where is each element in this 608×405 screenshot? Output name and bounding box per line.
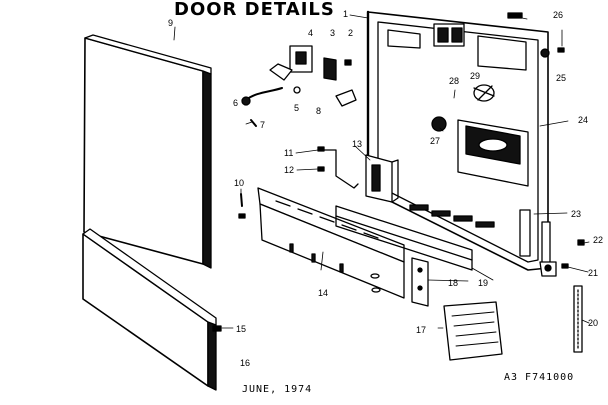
part-label-6: 6: [233, 98, 239, 108]
part-label-3: 3: [330, 28, 336, 38]
diagram-title: DOOR DETAILS: [174, 0, 335, 20]
part-label-26: 26: [553, 10, 564, 20]
part-label-4: 4: [308, 28, 314, 38]
part-label-12: 12: [284, 165, 295, 175]
hinge-assembly: [365, 154, 399, 203]
part-label-8: 8: [316, 106, 322, 116]
part-label-19: 19: [478, 278, 489, 288]
outer-door-panel: [83, 34, 212, 269]
part-label-28: 28: [449, 76, 460, 86]
part-label-10: 10: [234, 178, 245, 188]
part-label-9: 9: [168, 18, 174, 28]
part-label-11: 11: [284, 148, 294, 158]
part-label-23: 23: [571, 209, 582, 219]
door-shield: [257, 187, 405, 299]
part-label-17: 17: [416, 325, 427, 335]
part-label-25: 25: [556, 73, 567, 83]
hinge-links: [539, 221, 569, 277]
access-panel: [82, 228, 217, 391]
part-label-15: 15: [236, 324, 247, 334]
part-label-24: 24: [578, 115, 589, 125]
diagram-date: JUNE, 1974: [242, 384, 313, 395]
part-label-27: 27: [430, 136, 441, 146]
part-label-13: 13: [352, 139, 363, 149]
part-label-7: 7: [260, 120, 266, 130]
part-label-21: 21: [588, 268, 599, 278]
part-label-5: 5: [294, 103, 300, 113]
part-label-22: 22: [593, 235, 604, 245]
diagram-code: A3 F741000: [504, 372, 575, 383]
part-label-2: 2: [348, 28, 354, 38]
bracket: [317, 146, 359, 189]
latch-parts: [241, 45, 357, 127]
leader-lines: [173, 14, 590, 329]
part-label-14: 14: [318, 288, 329, 298]
part-label-20: 20: [588, 318, 599, 328]
bottom-rail: [335, 205, 473, 307]
part-label-16: 16: [240, 358, 251, 368]
screws: [212, 12, 585, 332]
part-label-18: 18: [448, 278, 459, 288]
instruction-label: [443, 301, 503, 361]
part-label-1: 1: [343, 9, 349, 19]
part-label-29: 29: [470, 71, 481, 81]
door-spring: [573, 285, 583, 353]
